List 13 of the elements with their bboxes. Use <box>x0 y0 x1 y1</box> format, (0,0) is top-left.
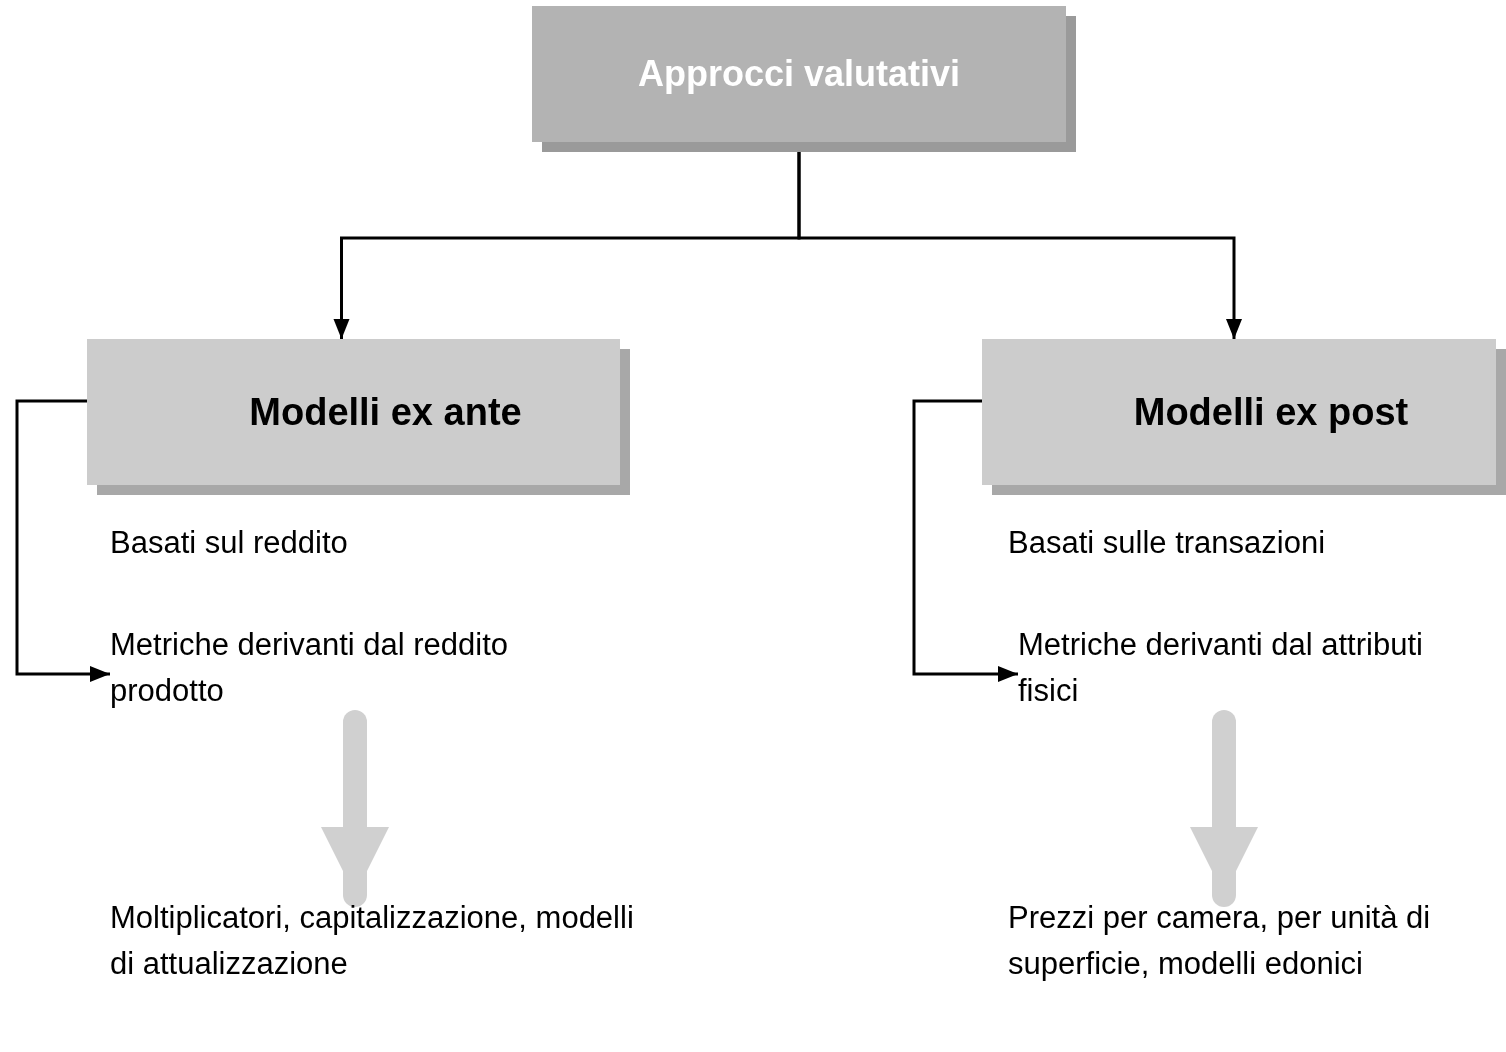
box-title: Modelli ex ante <box>249 389 522 435</box>
text-label: Metriche derivanti dal reddito prodotto <box>110 627 509 708</box>
block-arrow <box>1190 710 1258 907</box>
text-label: Metriche derivanti dal attributi fisici <box>1018 627 1423 708</box>
block-arrow <box>321 710 389 907</box>
text-label: Basati sulle transazioni <box>1008 525 1326 560</box>
text-label: Prezzi per camera, per unità di superficie, modelli edonici <box>1008 900 1431 981</box>
box-title: Approcci valutativi <box>637 52 961 96</box>
connector-arrow <box>15 399 110 682</box>
text-label: Moltiplicatori, capitalizzazione, modelli di attualizzazione <box>110 900 634 981</box>
text-label: Basati sul reddito <box>110 525 348 560</box>
box-title: Modelli ex post <box>1133 389 1409 435</box>
connector-arrow <box>912 399 1018 682</box>
